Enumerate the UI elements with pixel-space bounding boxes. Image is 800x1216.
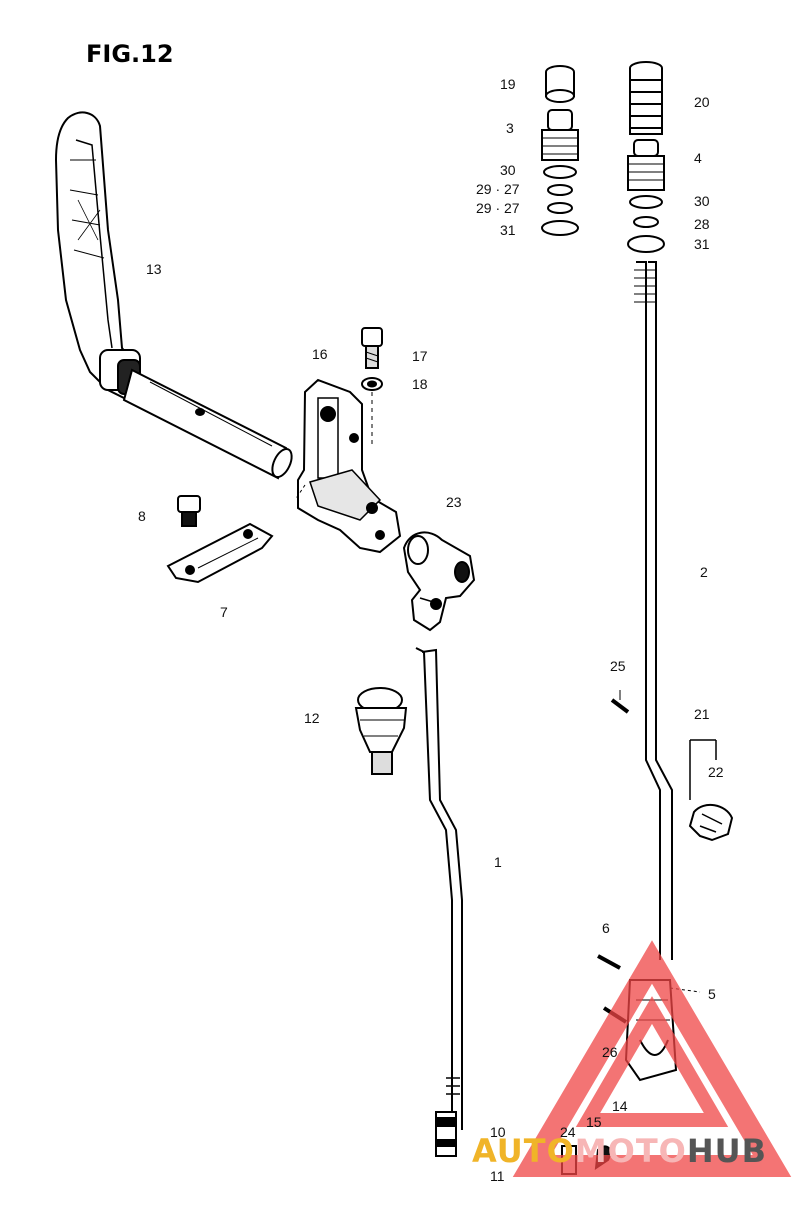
callout-21: 21 xyxy=(694,706,710,722)
watermark-text: AUTOMOTOHUB xyxy=(472,1132,767,1170)
callout-20: 20 xyxy=(694,94,710,110)
watermark-logo xyxy=(512,940,792,1177)
callout-12: 12 xyxy=(304,710,320,726)
callout-10: 10 xyxy=(490,1124,506,1140)
stack-right xyxy=(627,61,665,253)
watermark-auto: AUTO xyxy=(472,1132,575,1170)
pin-25 xyxy=(610,698,630,714)
tiller-handle xyxy=(54,111,293,480)
callout-19: 19 xyxy=(500,76,516,92)
callout-6: 6 xyxy=(602,920,610,936)
knob-12 xyxy=(354,687,408,775)
callout-15: 15 xyxy=(586,1114,602,1130)
callout-18: 18 xyxy=(412,376,428,392)
figure-title: FIG.12 xyxy=(86,40,174,68)
callout-8: 8 xyxy=(138,508,146,524)
callout-14: 14 xyxy=(612,1098,628,1114)
callout-22: 22 xyxy=(708,764,724,780)
bracket-21 xyxy=(689,739,717,800)
callout-29-27-b: 29 · 27 xyxy=(476,200,520,216)
callout-16: 16 xyxy=(312,346,328,362)
callout-2: 2 xyxy=(700,564,708,580)
callout-1: 1 xyxy=(494,854,502,870)
washer-18 xyxy=(361,377,383,391)
callout-30-left: 30 xyxy=(500,162,516,178)
shift-rod-1 xyxy=(415,647,463,1157)
shift-rod-2 xyxy=(634,261,673,960)
plate-7 xyxy=(166,522,274,584)
bolt-17 xyxy=(361,327,383,369)
callout-25: 25 xyxy=(610,658,626,674)
callout-26: 26 xyxy=(602,1044,618,1060)
watermark-moto: MOTO xyxy=(574,1132,687,1170)
clip-22 xyxy=(688,803,734,842)
callout-3: 3 xyxy=(506,120,514,136)
callout-7: 7 xyxy=(220,604,228,620)
callout-28: 28 xyxy=(694,216,710,232)
callout-11: 11 xyxy=(490,1168,505,1184)
callout-31-right: 31 xyxy=(694,236,710,252)
callout-29-27-a: 29 · 27 xyxy=(476,181,520,197)
callout-31-left: 31 xyxy=(500,222,516,238)
callout-24: 24 xyxy=(560,1124,576,1140)
callout-13: 13 xyxy=(146,261,162,277)
callout-30-right: 30 xyxy=(694,193,710,209)
stack-left xyxy=(541,65,579,236)
callout-5: 5 xyxy=(708,986,716,1002)
callout-4: 4 xyxy=(694,150,702,166)
watermark-hub: HUB xyxy=(686,1132,768,1170)
callout-23: 23 xyxy=(446,494,462,510)
callout-17: 17 xyxy=(412,348,428,364)
link-connector xyxy=(402,531,476,632)
bolt-8 xyxy=(177,495,201,527)
tiller-bracket xyxy=(294,378,402,554)
